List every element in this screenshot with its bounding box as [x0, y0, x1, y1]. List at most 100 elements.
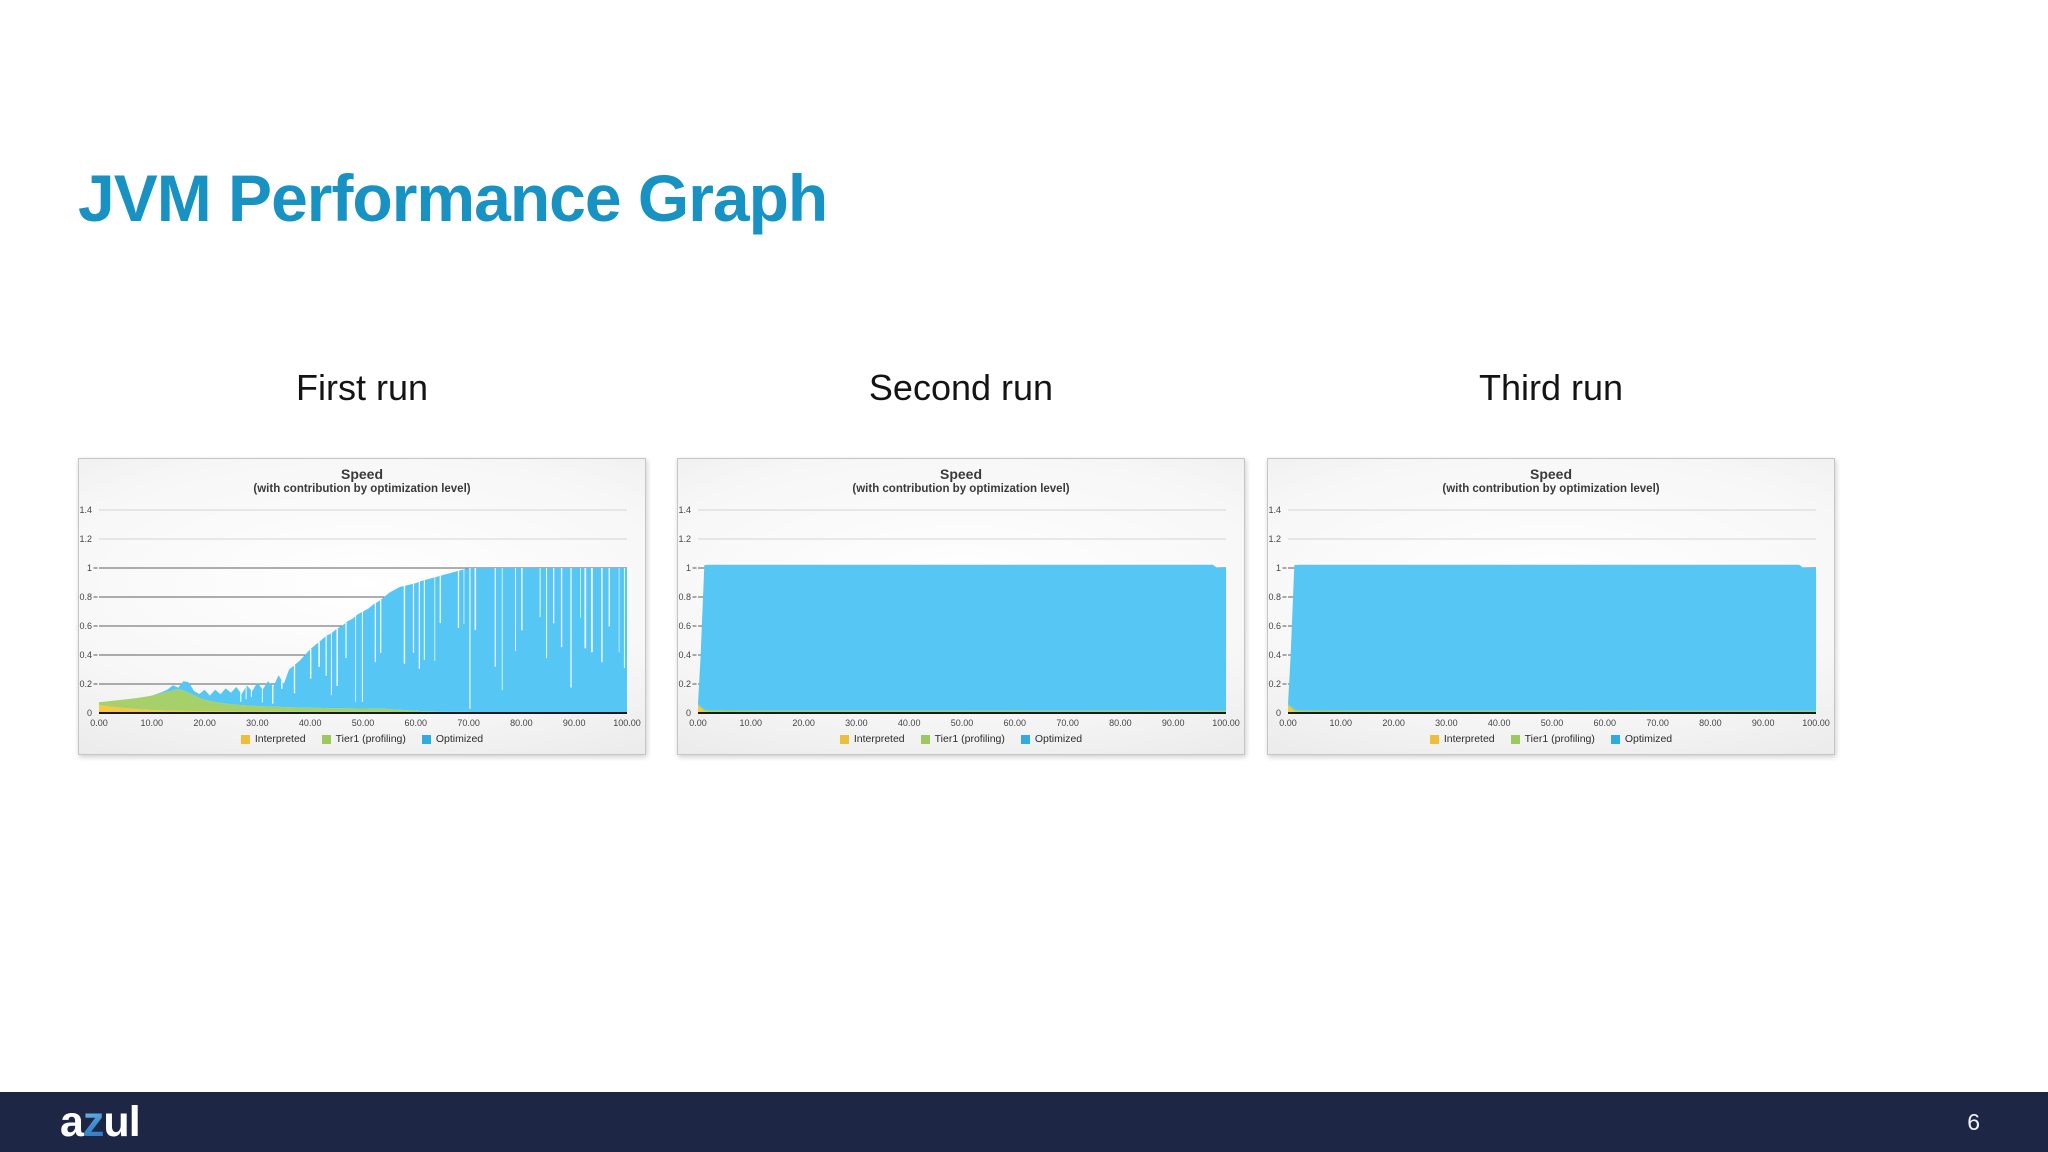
legend-swatch-icon — [1020, 734, 1030, 744]
legend-item-tier1-profiling-: Tier1 (profiling) — [920, 733, 1005, 745]
svg-text:30.00: 30.00 — [246, 718, 269, 728]
legend-swatch-icon — [421, 734, 431, 744]
svg-text:1.4: 1.4 — [79, 505, 92, 515]
azul-logo: azul — [60, 1092, 141, 1152]
svg-text:70.00: 70.00 — [457, 718, 480, 728]
svg-text:90.00: 90.00 — [563, 718, 586, 728]
legend-item-tier1-profiling-: Tier1 (profiling) — [321, 733, 406, 745]
chart-legend: Interpreted Tier1 (profiling) Optimized — [79, 733, 645, 745]
legend-item-interpreted: Interpreted — [1429, 733, 1495, 745]
svg-text:50.00: 50.00 — [1541, 718, 1564, 728]
svg-text:20.00: 20.00 — [193, 718, 216, 728]
svg-text:0.2: 0.2 — [1268, 679, 1281, 689]
svg-text:40.00: 40.00 — [898, 718, 921, 728]
svg-text:1: 1 — [87, 563, 92, 573]
chart-legend: Interpreted Tier1 (profiling) Optimized — [678, 733, 1244, 745]
svg-text:1: 1 — [1276, 563, 1281, 573]
chart-legend: Interpreted Tier1 (profiling) Optimized — [1268, 733, 1834, 745]
speed-chart-first-run: 0 0.2 0.4 0.6 0.8 1 1.2 1.4 0.00 10.00 20.00 30.00 4… — [79, 505, 641, 728]
svg-text:80.00: 80.00 — [1699, 718, 1722, 728]
legend-swatch-icon — [321, 734, 331, 744]
svg-text:0.2: 0.2 — [79, 679, 92, 689]
legend-swatch-icon — [839, 734, 849, 744]
legend-swatch-icon — [240, 734, 250, 744]
svg-text:1.4: 1.4 — [678, 505, 691, 515]
svg-text:100.00: 100.00 — [1802, 718, 1830, 728]
svg-text:80.00: 80.00 — [1109, 718, 1132, 728]
svg-text:30.00: 30.00 — [845, 718, 868, 728]
svg-text:40.00: 40.00 — [299, 718, 322, 728]
legend-label: Tier1 (profiling) — [335, 733, 406, 745]
logo-letters-ul: ul — [103, 1098, 140, 1146]
legend-label: Interpreted — [853, 733, 905, 745]
svg-text:10.00: 10.00 — [1330, 718, 1353, 728]
run-title-second: Second run — [868, 367, 1054, 408]
svg-text:90.00: 90.00 — [1162, 718, 1185, 728]
svg-text:0.6: 0.6 — [79, 621, 92, 631]
svg-text:30.00: 30.00 — [1435, 718, 1458, 728]
svg-text:60.00: 60.00 — [405, 718, 428, 728]
legend-item-interpreted: Interpreted — [839, 733, 905, 745]
chart-column-first-run: First run 0 0.2 0.4 0.6 0.8 1 1.2 1.4 0.00 10.00 2… — [78, 365, 646, 755]
logo-letter-a: a — [60, 1098, 84, 1146]
legend-label: Optimized — [435, 733, 484, 745]
legend-item-tier1-profiling-: Tier1 (profiling) — [1510, 733, 1595, 745]
legend-item-optimized: Optimized — [1020, 733, 1083, 745]
svg-text:20.00: 20.00 — [792, 718, 815, 728]
svg-text:90.00: 90.00 — [1752, 718, 1775, 728]
svg-text:50.00: 50.00 — [352, 718, 375, 728]
svg-text:40.00: 40.00 — [1488, 718, 1511, 728]
legend-label: Tier1 (profiling) — [934, 733, 1005, 745]
svg-text:1.4: 1.4 — [1268, 505, 1281, 515]
footer-bar: azul 6 — [0, 1092, 2048, 1152]
page-title: JVM Performance Graph — [78, 161, 828, 236]
page-number: 6 — [1967, 1108, 1980, 1135]
svg-text:0: 0 — [1276, 708, 1281, 718]
chart-subtitle: (with contribution by optimization level… — [253, 483, 471, 495]
svg-text:1: 1 — [686, 563, 691, 573]
legend-swatch-icon — [1510, 734, 1520, 744]
svg-text:0.8: 0.8 — [678, 592, 691, 602]
chart-title: Speed — [939, 466, 982, 482]
legend-label: Interpreted — [1443, 733, 1495, 745]
svg-text:0: 0 — [87, 708, 92, 718]
svg-text:0: 0 — [686, 708, 691, 718]
chart-box-first-run: 0 0.2 0.4 0.6 0.8 1 1.2 1.4 0.00 10.00 20.00 30.00 4… — [78, 458, 646, 755]
legend-item-optimized: Optimized — [421, 733, 484, 745]
svg-text:70.00: 70.00 — [1056, 718, 1079, 728]
legend-swatch-icon — [1610, 734, 1620, 744]
svg-text:0.8: 0.8 — [79, 592, 92, 602]
legend-label: Tier1 (profiling) — [1524, 733, 1595, 745]
svg-text:100.00: 100.00 — [1212, 718, 1240, 728]
run-title-third: Third run — [1478, 367, 1624, 408]
legend-item-optimized: Optimized — [1610, 733, 1673, 745]
svg-text:1.2: 1.2 — [79, 534, 92, 544]
svg-text:20.00: 20.00 — [1382, 718, 1405, 728]
legend-swatch-icon — [1429, 734, 1439, 744]
svg-text:0.00: 0.00 — [1279, 718, 1297, 728]
svg-text:1.2: 1.2 — [1268, 534, 1281, 544]
svg-text:0.00: 0.00 — [90, 718, 108, 728]
svg-text:0.6: 0.6 — [678, 621, 691, 631]
svg-text:60.00: 60.00 — [1594, 718, 1617, 728]
svg-text:0.4: 0.4 — [79, 650, 92, 660]
legend-label: Optimized — [1624, 733, 1673, 745]
chart-title: Speed — [1529, 466, 1572, 482]
chart-subtitle: (with contribution by optimization level… — [852, 483, 1070, 495]
run-title-first: First run — [295, 367, 428, 408]
svg-text:100.00: 100.00 — [613, 718, 641, 728]
svg-text:10.00: 10.00 — [141, 718, 164, 728]
svg-text:0.4: 0.4 — [678, 650, 691, 660]
svg-text:80.00: 80.00 — [510, 718, 533, 728]
svg-text:10.00: 10.00 — [740, 718, 763, 728]
legend-label: Interpreted — [254, 733, 306, 745]
svg-text:0.2: 0.2 — [678, 679, 691, 689]
svg-text:0.8: 0.8 — [1268, 592, 1281, 602]
legend-swatch-icon — [920, 734, 930, 744]
legend-label: Optimized — [1034, 733, 1083, 745]
